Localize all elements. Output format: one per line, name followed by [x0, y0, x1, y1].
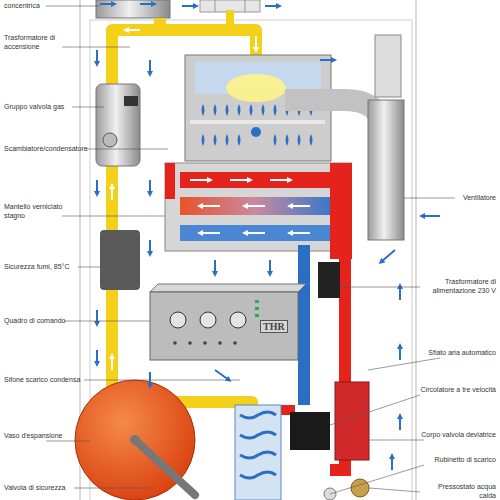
callout-label: Sicurezza fumi, 85°C: [4, 263, 84, 272]
brand-plate: THR: [260, 320, 288, 333]
callout-label: Ventilatore: [420, 194, 496, 203]
callout-label: concentrica: [4, 2, 84, 11]
callout-label: Sfiato aria automatico: [420, 349, 496, 358]
callout-label: Quadro di comando: [4, 317, 84, 326]
callout-label: Trasformatore di accensione: [4, 34, 84, 51]
callout-label: Circolatore a tre velocità: [420, 386, 496, 395]
callout-label: Valvola di sicurezza: [4, 484, 84, 493]
callout-label: Pressostato acqua calda: [420, 483, 496, 500]
callout-label: Mantello verniciato stagno: [4, 203, 84, 220]
callout-label: Vaso d'espansione: [4, 432, 84, 441]
control-panel: THR: [150, 292, 298, 360]
callout-label: Scambiatore/condensatore: [4, 145, 88, 154]
callout-label: Gruppo valvola gas: [4, 103, 84, 112]
callout-label: Corpo valvola deviatrice: [420, 431, 496, 440]
callout-label: Rubinetto di scarico: [420, 456, 496, 465]
callout-label: Sifone scarico condensa: [4, 376, 84, 385]
callout-label: Trasformatore di alimentazione 230 V: [420, 278, 496, 295]
